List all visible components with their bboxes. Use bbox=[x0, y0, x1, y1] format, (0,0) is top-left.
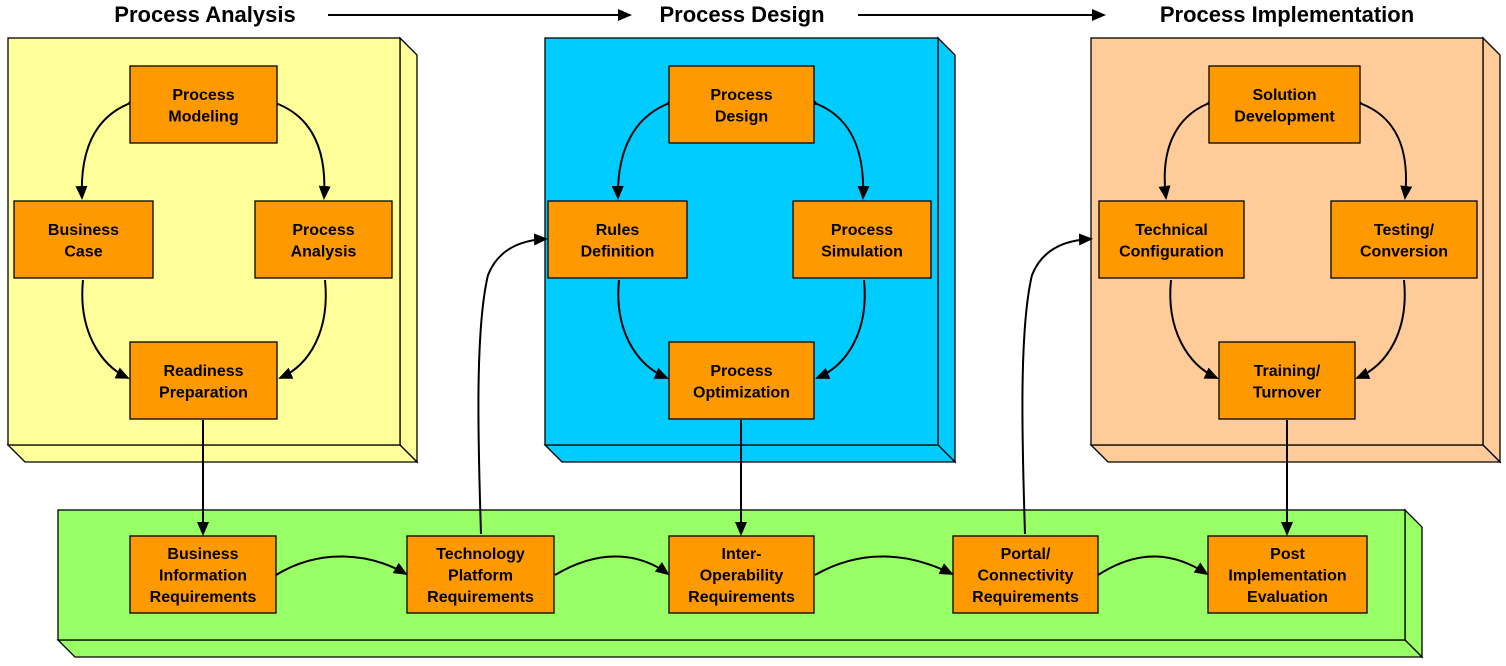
node-box bbox=[1207, 535, 1368, 614]
node-label-line: Turnover bbox=[1253, 384, 1321, 401]
edge-modeling-businesscase bbox=[75, 93, 142, 200]
node-label-line: Analysis bbox=[291, 243, 357, 260]
node-box bbox=[952, 535, 1099, 614]
node-box bbox=[13, 200, 154, 279]
node-label-line: Portal/ bbox=[1001, 546, 1051, 563]
node-label-line: Solution bbox=[1253, 87, 1317, 104]
node-label-line: Design bbox=[715, 108, 768, 125]
edge-technology-to-interoperability bbox=[554, 555, 670, 576]
node-label-line: Case bbox=[64, 243, 102, 260]
node-box bbox=[129, 65, 278, 144]
node-label-line: Configuration bbox=[1119, 243, 1224, 260]
node-label-line: Evaluation bbox=[1247, 589, 1328, 606]
node-label-line: Business bbox=[48, 222, 119, 239]
node-label-line: Technology bbox=[436, 546, 525, 563]
edge-modeling-analysis bbox=[264, 93, 331, 200]
node-label-line: Simulation bbox=[821, 243, 903, 260]
node-box bbox=[1208, 65, 1361, 144]
node-label-line: Development bbox=[1234, 108, 1335, 125]
node-label-line: Operability bbox=[700, 568, 784, 585]
node-label-line: Requirements bbox=[972, 589, 1079, 606]
node-label-line: Inter- bbox=[722, 546, 762, 563]
node-label-line: Preparation bbox=[159, 384, 248, 401]
phase-title-implementation: Process Implementation bbox=[1160, 2, 1414, 27]
node-label-line: Process bbox=[710, 87, 772, 104]
node-label-line: Conversion bbox=[1360, 243, 1448, 260]
edge-business-info-to-technology bbox=[275, 555, 408, 576]
node-label-line: Requirements bbox=[427, 589, 534, 606]
phase-title-design: Process Design bbox=[659, 2, 824, 27]
node-label-line: Process bbox=[292, 222, 354, 239]
node-label-line: Post bbox=[1270, 546, 1305, 563]
node-box bbox=[1330, 200, 1478, 279]
node-label-line: Modeling bbox=[168, 108, 238, 125]
edge-portal-to-technical bbox=[1021, 233, 1093, 535]
node-label-line: Optimization bbox=[693, 384, 790, 401]
node-box bbox=[129, 535, 277, 614]
node-box bbox=[1218, 341, 1356, 420]
edge-technology-to-rules bbox=[477, 233, 548, 535]
node-label-line: Rules bbox=[596, 222, 640, 239]
node-label-line: Process bbox=[831, 222, 893, 239]
edge-interoperability-to-portal bbox=[814, 555, 954, 576]
node-label-line: Business bbox=[167, 546, 238, 563]
edge-design-rules bbox=[611, 93, 681, 200]
edge-portal-to-post-eval bbox=[1097, 555, 1209, 576]
edge-analysis-readiness bbox=[278, 279, 327, 379]
edge-design-simulation bbox=[803, 93, 870, 200]
phase-title-analysis: Process Analysis bbox=[114, 2, 295, 27]
edge-rules-optimization bbox=[617, 279, 669, 379]
node-label-line: Process bbox=[710, 363, 772, 380]
node-label-line: Requirements bbox=[688, 589, 795, 606]
node-box bbox=[406, 535, 555, 614]
node-label-line: Definition bbox=[581, 243, 655, 260]
node-label-line: Connectivity bbox=[977, 568, 1073, 585]
edge-solution-technical bbox=[1158, 93, 1221, 200]
node-box bbox=[668, 535, 815, 614]
node-label-line: Technical bbox=[1135, 222, 1208, 239]
edge-businesscase-readiness bbox=[81, 279, 130, 379]
node-label-line: Testing/ bbox=[1374, 222, 1435, 239]
edge-testing-training bbox=[1355, 279, 1406, 379]
node-label-line: Training/ bbox=[1254, 363, 1321, 380]
node-box bbox=[254, 200, 393, 279]
node-label-line: Requirements bbox=[150, 589, 257, 606]
edge-simulation-optimization bbox=[815, 279, 866, 379]
node-box bbox=[792, 200, 932, 279]
node-label-line: Implementation bbox=[1228, 568, 1346, 585]
edge-technical-training bbox=[1169, 279, 1219, 379]
node-label-line: Information bbox=[159, 568, 247, 585]
node-box bbox=[547, 200, 688, 279]
node-label-line: Process bbox=[172, 87, 234, 104]
node-testing-conversion: Testing/Conversion bbox=[1330, 200, 1478, 279]
node-training-turnover: Training/Turnover bbox=[1218, 341, 1356, 420]
node-box bbox=[668, 341, 815, 420]
node-box bbox=[668, 65, 815, 144]
edge-solution-testing bbox=[1348, 93, 1413, 200]
node-label-line: Readiness bbox=[163, 363, 243, 380]
node-box bbox=[129, 341, 278, 420]
node-box bbox=[1098, 200, 1245, 279]
node-label-line: Platform bbox=[448, 568, 513, 585]
